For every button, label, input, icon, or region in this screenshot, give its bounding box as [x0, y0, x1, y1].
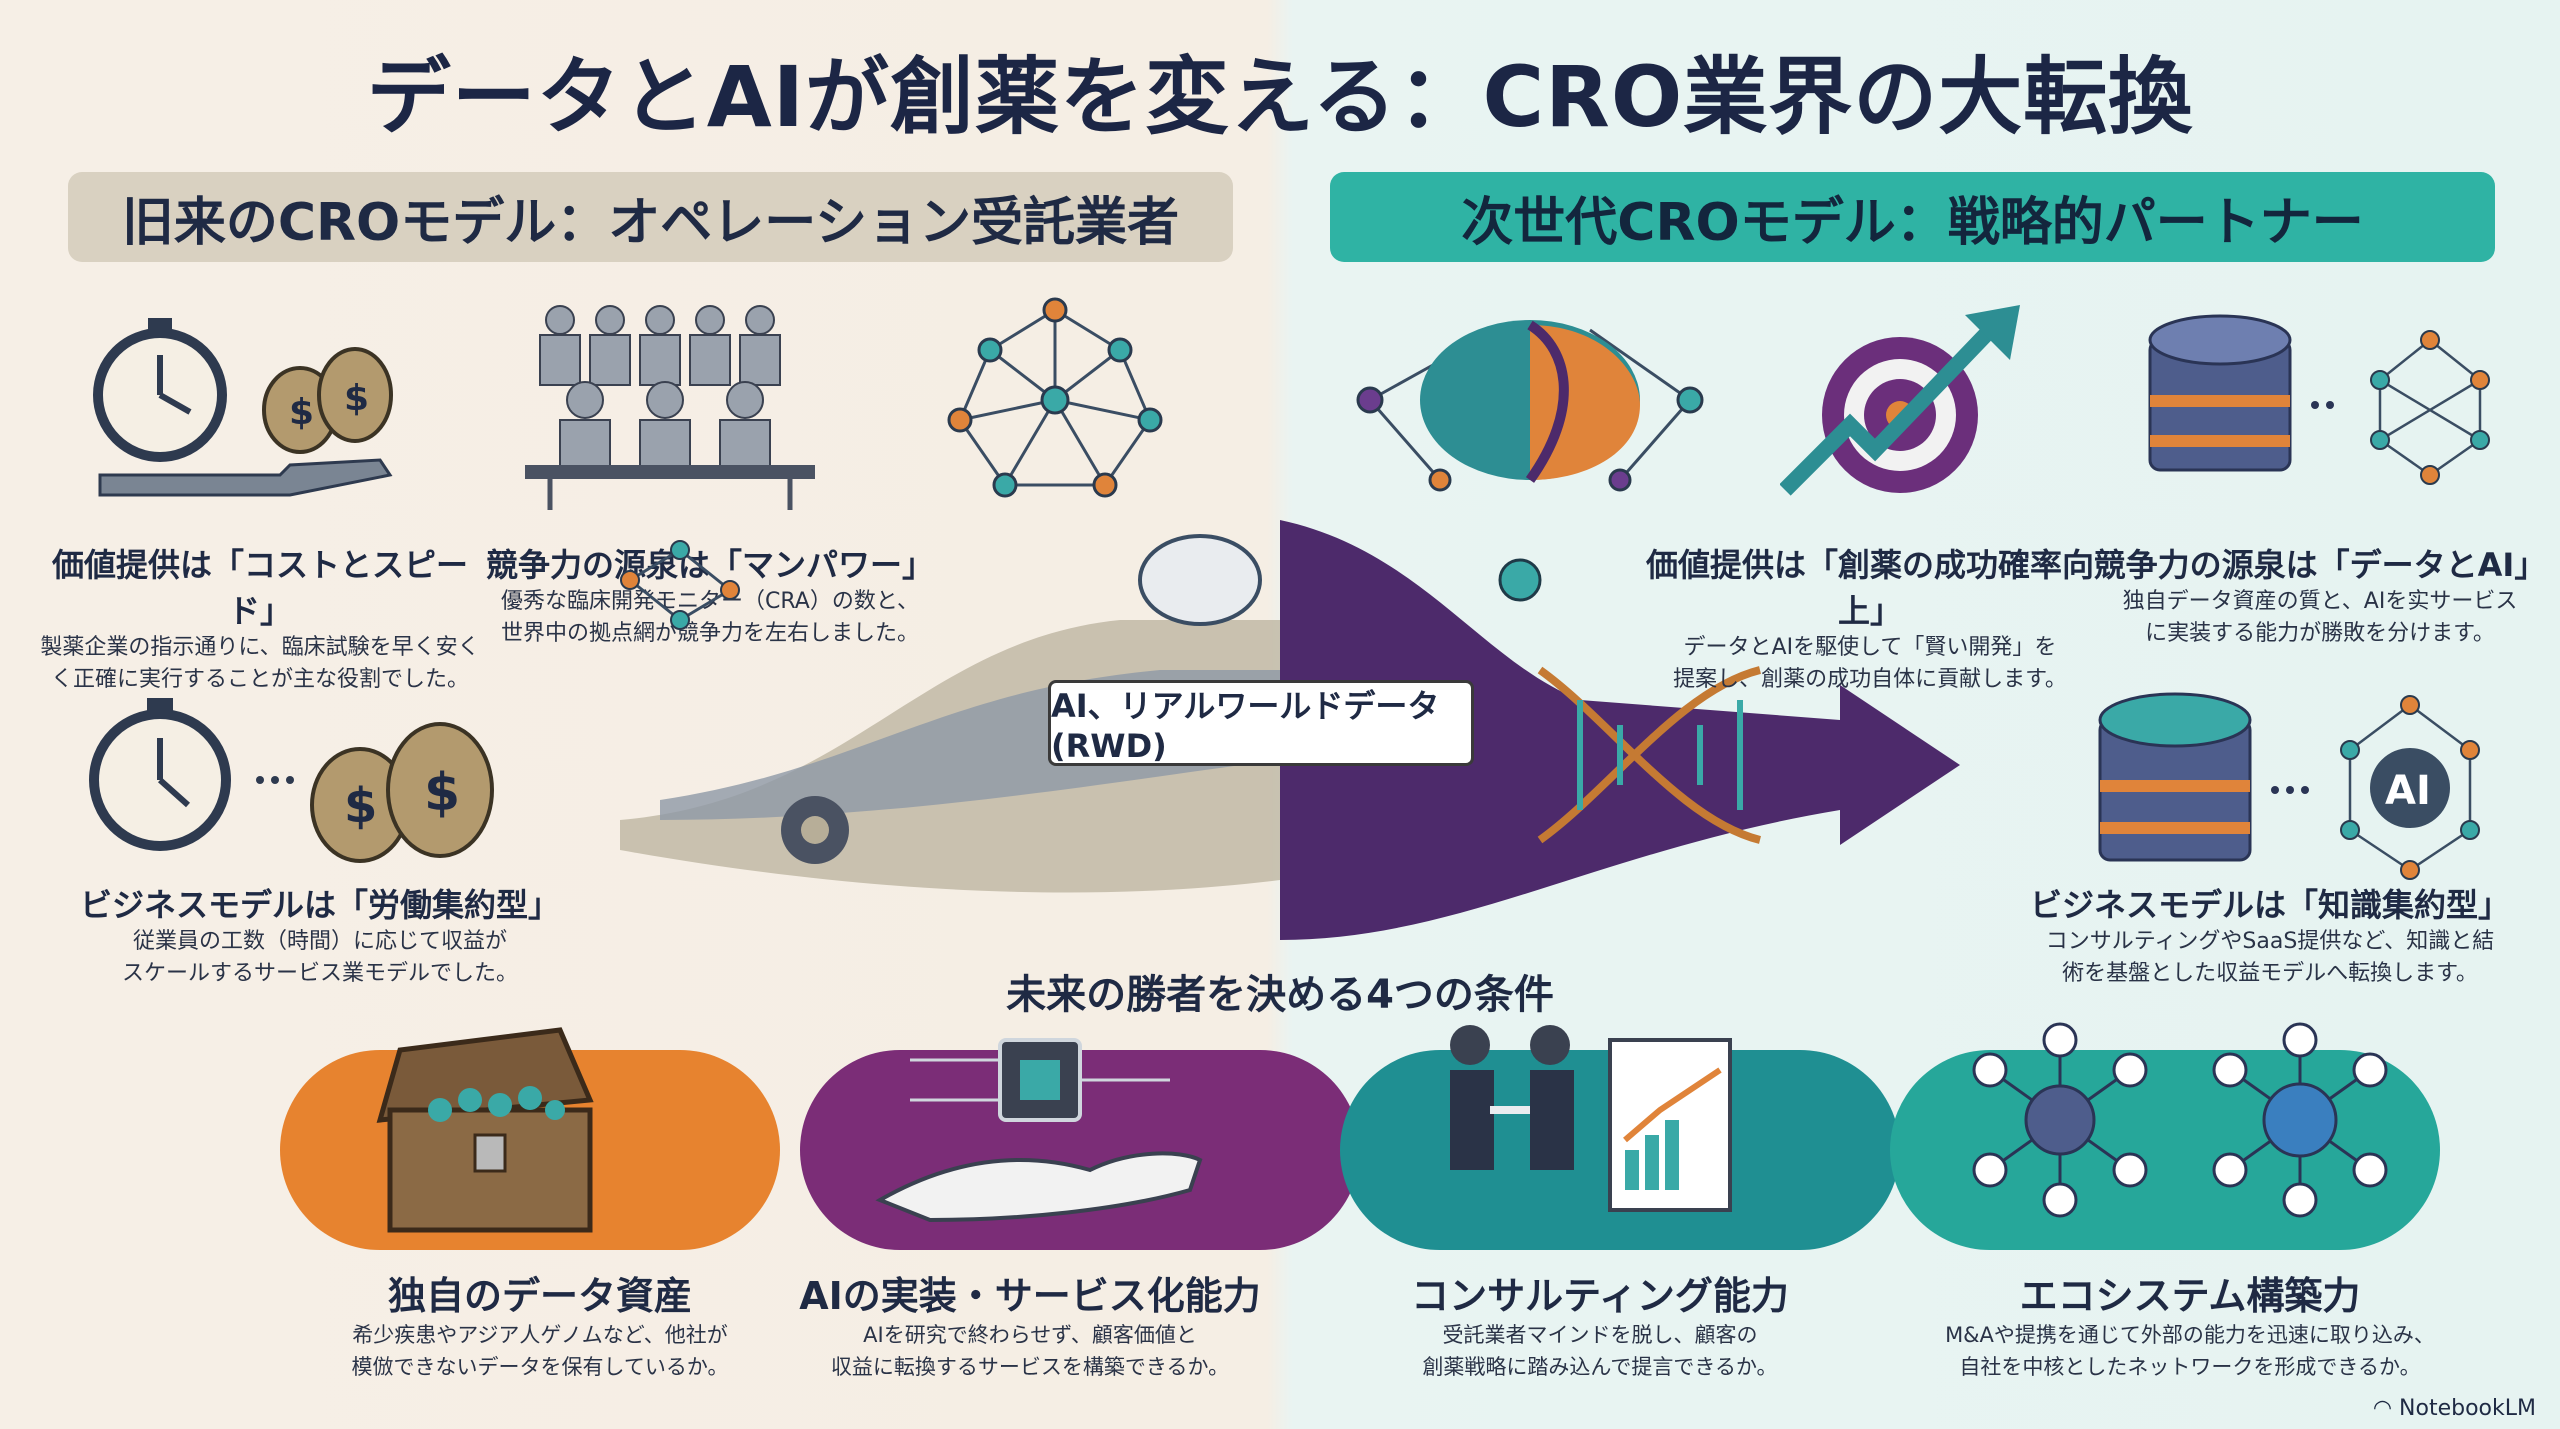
condition-ai-caption: AIの実装・サービス化能力 AIを研究で終わらせず、顧客価値と 収益に転換するサ… — [780, 1265, 1280, 1383]
condition-consulting-body: 受託業者マインドを脱し、顧客の 創薬戦略に踏み込んで提言できるか。 — [1422, 1323, 1778, 1379]
handshake-report-icon — [1450, 1025, 1732, 1212]
svg-text:$: $ — [344, 778, 377, 834]
old-value-caption: 価値提供は「コストとスピード」 製薬企業の指示通りに、臨床試験を早く安く く正確… — [30, 540, 490, 696]
old-value-body: 製薬企業の指示通りに、臨床試験を早く安く く正確に実行することが主な役割でした。 — [40, 635, 480, 692]
old-business-caption: ビジネスモデルは「労働集約型」 従業員の工数（時間）に応じて収益が スケールする… — [80, 880, 560, 990]
transformation-driver-label: AI、リアルワールドデータ(RWD) — [1048, 680, 1474, 766]
new-value-heading: 価値提供は「創薬の成功確率向上」 — [1645, 546, 2094, 630]
brand-logo: ◠ NotebookLM — [2373, 1396, 2536, 1421]
new-business-heading: ビジネスモデルは「知識集約型」 — [2029, 886, 2510, 924]
new-business-body: コンサルティングやSaaS提供など、知識と結 術を基盤とした収益モデルへ転換しま… — [2045, 929, 2495, 986]
target-growth-icon — [1780, 305, 2020, 496]
condition-data-heading: 独自のデータ資産 — [387, 1274, 692, 1318]
stopwatch-moneybags-icon: $ $ — [89, 698, 494, 863]
treasure-chest-icon — [376, 1027, 594, 1233]
new-value-caption: 価値提供は「創薬の成功確率向上」 データとAIを駆使して「賢い開発」を 提案し、… — [1630, 540, 2110, 696]
new-competitive-body: 独自データ資産の質と、AIを实サービス に実装する能力が勝敗を分けます。 — [2122, 589, 2518, 646]
workforce-team-icon — [525, 305, 815, 510]
svg-text:$: $ — [344, 378, 369, 419]
condition-ai-heading: AIの実装・サービス化能力 — [799, 1274, 1261, 1318]
ecosystem-network-icon — [1972, 1022, 2388, 1218]
old-competitive-heading: 競争力の源泉は「マンパワー」 — [485, 546, 934, 584]
condition-consulting-caption: コンサルティング能力 受託業者マインドを脱し、顧客の 創薬戦略に踏み込んで提言で… — [1350, 1265, 1850, 1383]
svg-text:$: $ — [424, 763, 460, 823]
condition-data-caption: 独自のデータ資産 希少疾患やアジア人ゲノムなど、他社が 模倣できないデータを保有… — [290, 1265, 790, 1383]
page-title: データとAIが創薬を変える：CRO業界の大転換 — [366, 48, 2194, 146]
new-value-body: データとAIを駆使して「賢い開発」を 提案し、創薬の成功自体に貢献します。 — [1673, 635, 2067, 692]
old-value-heading: 価値提供は「コストとスピード」 — [51, 546, 468, 630]
new-business-caption: ビジネスモデルは「知識集約型」 コンサルティングやSaaS提供など、知識と結 術… — [1990, 880, 2550, 990]
conditions-title: 未来の勝者を決める4つの条件 — [1006, 972, 1554, 1018]
condition-ecosystem-heading: エコシステム構築力 — [2019, 1274, 2361, 1318]
ai-chip-hand-icon — [875, 1038, 1203, 1223]
condition-data-body: 希少疾患やアジア人ゲノムなど、他社が 模倣できないデータを保有しているか。 — [351, 1323, 729, 1379]
notebooklm-icon: ◠ — [2372, 1396, 2400, 1421]
condition-consulting-heading: コンサルティング能力 — [1411, 1274, 1789, 1318]
brand-name: NotebookLM — [2399, 1396, 2536, 1421]
database-ai-icon: AI — [2098, 692, 2480, 880]
old-model-header: 旧来のCROモデル：オペレーション受託業者 — [68, 172, 1233, 262]
new-competitive-caption: 競争力の源泉は「データとAI」 独自データ資産の質と、AIを实サービス に実装す… — [2085, 540, 2555, 650]
old-business-heading: ビジネスモデルは「労働集約型」 — [80, 886, 561, 924]
ai-brain-network-icon — [1356, 320, 1704, 492]
ai-badge-text: AI — [2385, 768, 2431, 814]
condition-ai-body: AIを研究で終わらせず、顧客価値と 収益に転換するサービスを構築できるか。 — [830, 1323, 1230, 1379]
network-graph-icon — [947, 297, 1163, 498]
stopwatch-money-icon: $ $ — [93, 318, 393, 497]
old-business-body: 従業員の工数（時間）に応じて収益が スケールするサービス業モデルでした。 — [121, 929, 518, 986]
new-competitive-heading: 競争力の源泉は「データとAI」 — [2093, 546, 2547, 584]
new-model-header: 次世代CROモデル：戦略的パートナー — [1330, 172, 2495, 262]
condition-ecosystem-caption: エコシステム構築力 M&Aや提携を通じて外部の能力を迅速に取り込み、 自社を中核… — [1900, 1265, 2480, 1383]
svg-text:$: $ — [289, 392, 314, 433]
condition-ecosystem-body: M&Aや提携を通じて外部の能力を迅速に取り込み、 自社を中核としたネットワークを… — [1945, 1323, 2435, 1379]
database-ai-network-icon — [2148, 314, 2490, 485]
